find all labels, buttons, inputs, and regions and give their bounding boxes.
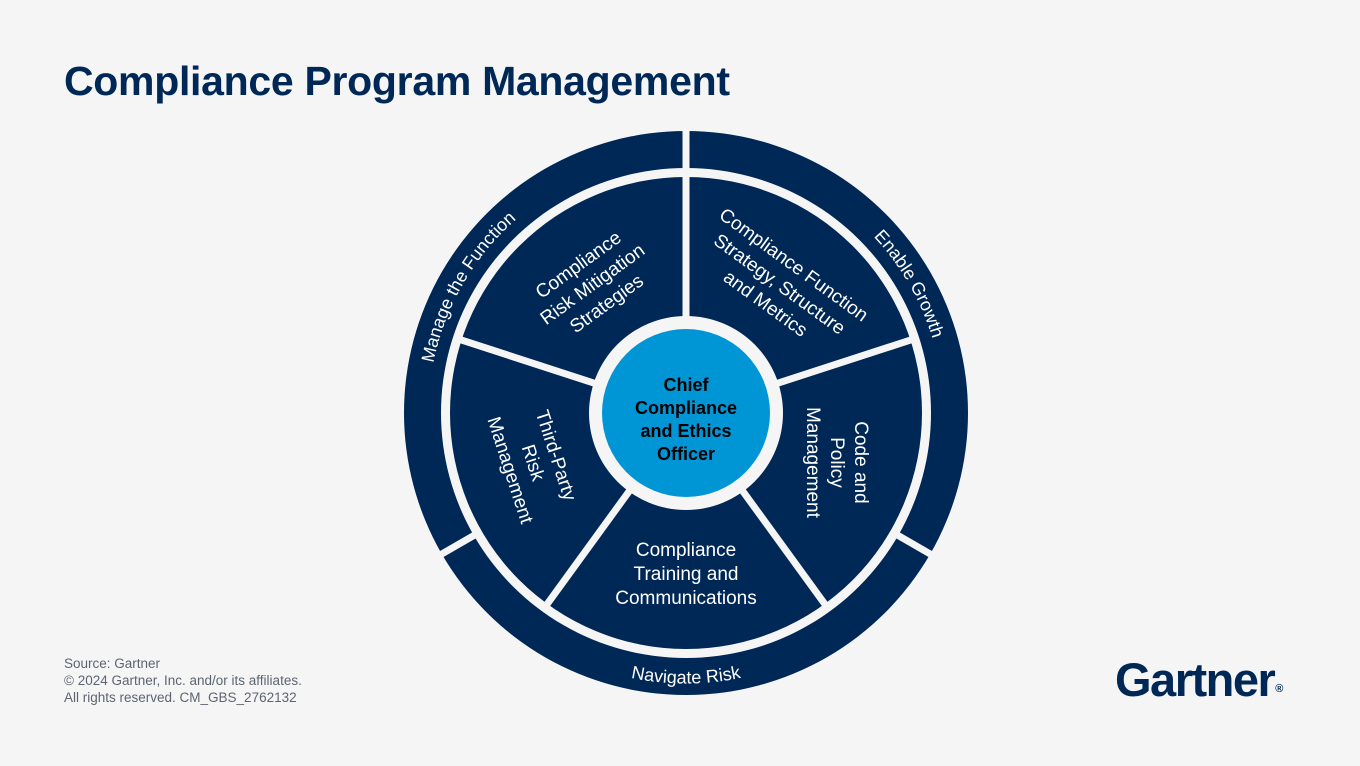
center-label-line: and Ethics bbox=[640, 421, 731, 441]
gartner-logo: Gartner® bbox=[1115, 652, 1283, 707]
inner-segment-text: Code andPolicyManagement bbox=[802, 407, 871, 519]
outer-ring-segment-2 bbox=[686, 131, 968, 554]
gartner-logo-text: Gartner bbox=[1115, 653, 1276, 706]
copyright-note: © 2024 Gartner, Inc. and/or its affiliat… bbox=[64, 673, 302, 688]
inner-segment-line: Communications bbox=[615, 588, 757, 609]
inner-segment-line: Management bbox=[802, 407, 823, 519]
source-note: Source: Gartner bbox=[64, 656, 161, 671]
footer: Source: Gartner © 2024 Gartner, Inc. and… bbox=[64, 655, 302, 706]
outer-ring-divider-2 bbox=[894, 531, 934, 559]
center-label-line: Officer bbox=[657, 444, 715, 464]
registered-mark: ® bbox=[1275, 683, 1284, 695]
center-label-line: Chief bbox=[664, 375, 710, 395]
rights-note: All rights reserved. CM_GBS_2762132 bbox=[64, 690, 297, 705]
outer-ring-divider-3 bbox=[438, 531, 478, 559]
outer-ring-segment-1 bbox=[403, 131, 686, 554]
inner-segment-label-3: Code andPolicyManagement bbox=[802, 407, 871, 519]
inner-segment-line: Policy bbox=[826, 437, 847, 488]
inner-segment-line: Compliance bbox=[636, 540, 736, 561]
page-title: Compliance Program Management bbox=[64, 58, 730, 104]
inner-segment-line: Training and bbox=[634, 564, 739, 585]
center-circle bbox=[602, 329, 770, 497]
center-label-line: Compliance bbox=[635, 398, 737, 418]
inner-segment-line: Code and bbox=[850, 421, 871, 503]
outer-ring-segment-3 bbox=[441, 535, 931, 695]
